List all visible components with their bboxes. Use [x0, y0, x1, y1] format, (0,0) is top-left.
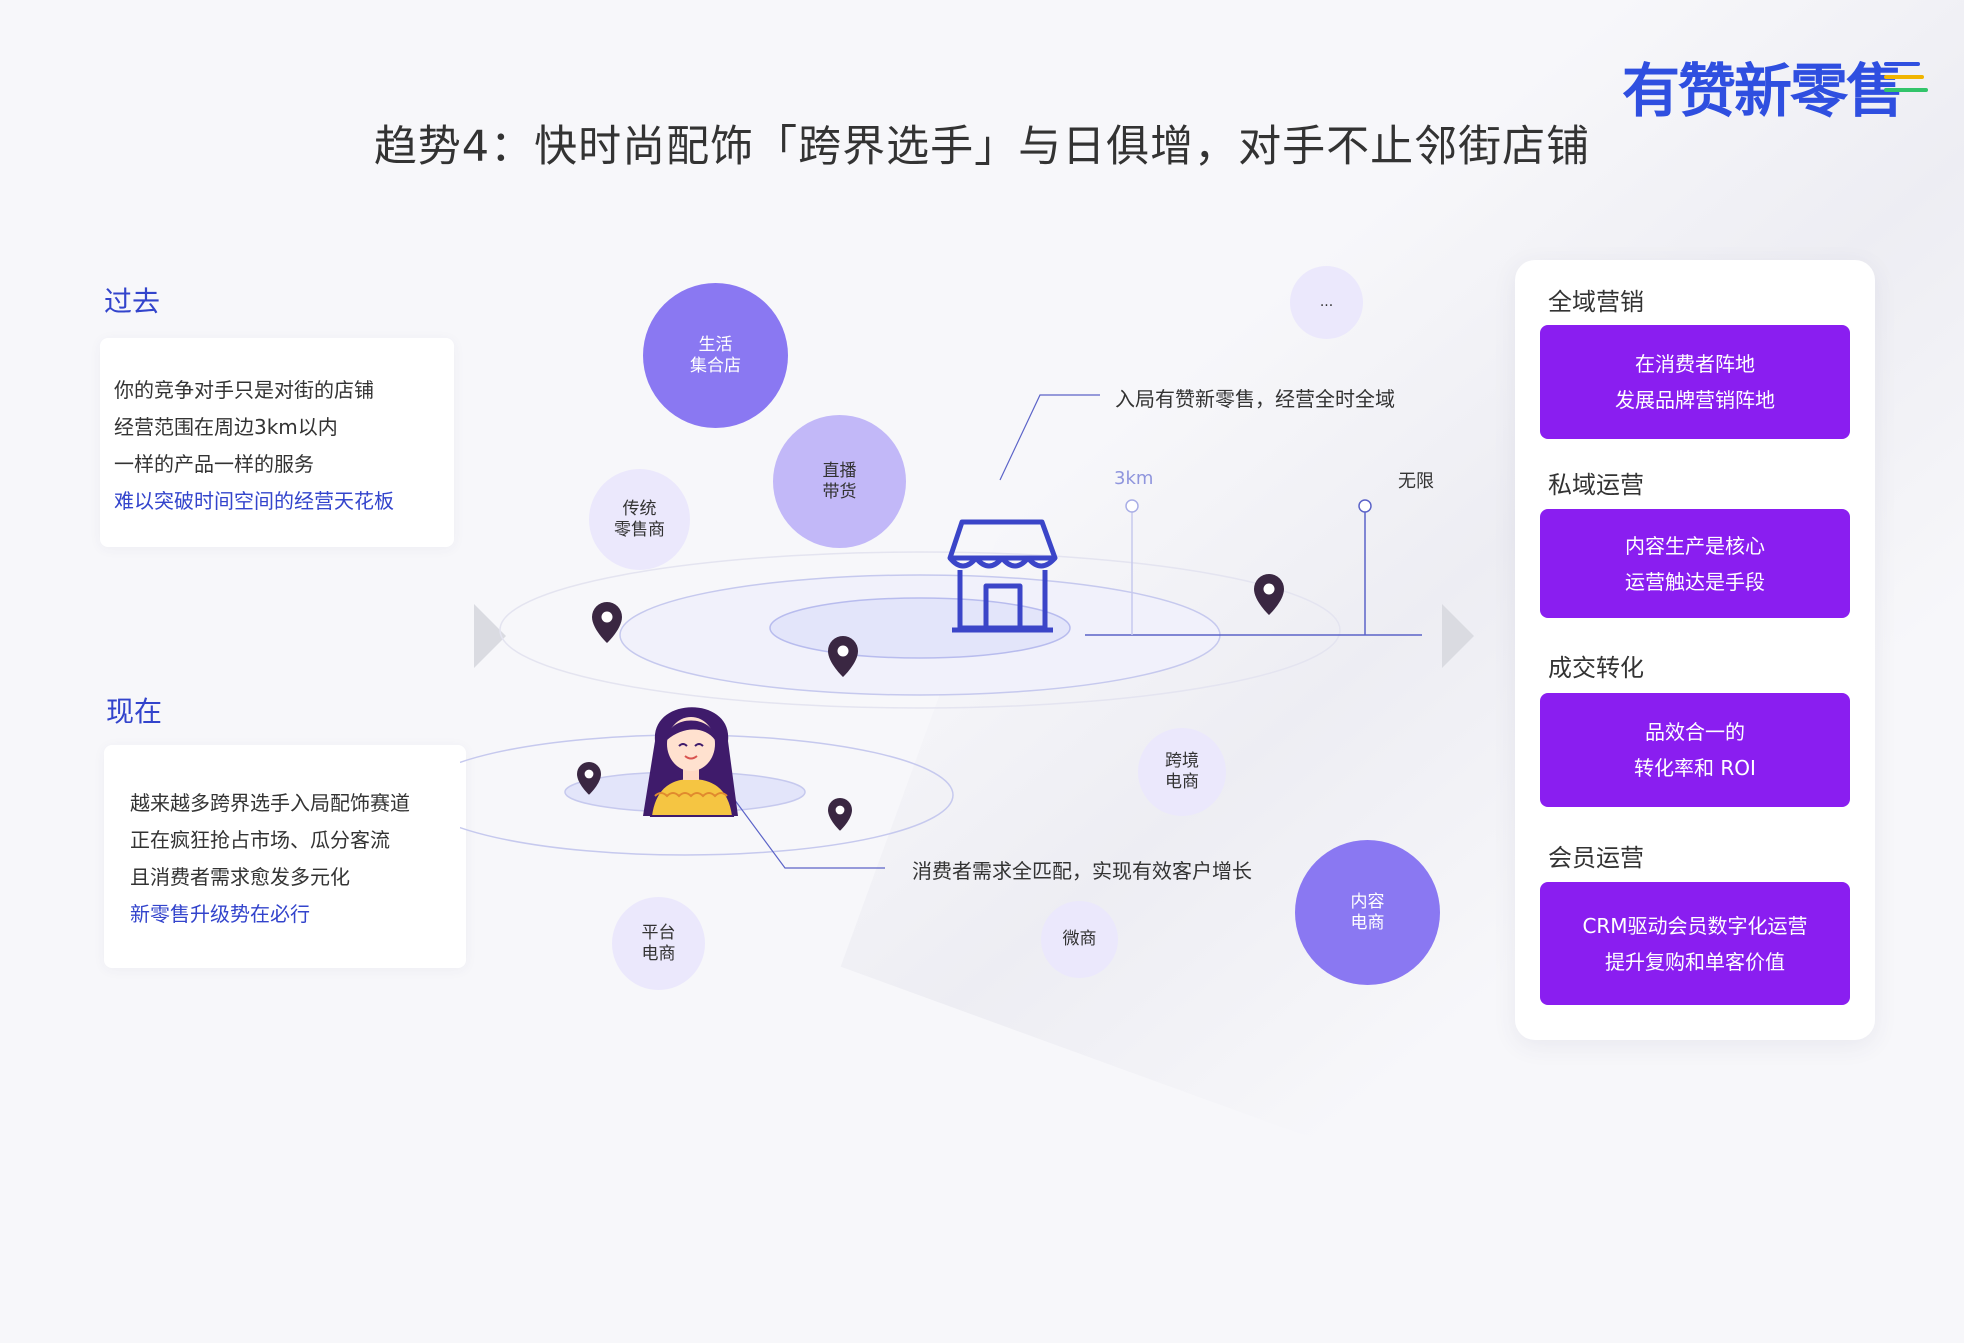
bubble-live-selling: 直播 带货 — [773, 415, 906, 548]
woman-avatar-icon — [643, 707, 738, 817]
panel-box-line: 在消费者阵地 — [1635, 352, 1755, 376]
bubble-more: ... — [1290, 266, 1363, 339]
brand-logo: 有赞新零售 — [1622, 57, 1904, 125]
bubble-platform-ecom: 平台 电商 — [612, 897, 705, 990]
panel-heading: 私域运营 — [1548, 471, 1644, 499]
location-pin-icon — [828, 798, 852, 831]
store-callout-line — [999, 394, 1100, 481]
panel-box: 在消费者阵地 发展品牌营销阵地 — [1540, 325, 1850, 439]
present-line: 越来越多跨界选手入局配饰赛道 — [130, 791, 410, 815]
panel-box-line: 运营触达是手段 — [1625, 569, 1765, 594]
panel-box-line: 提升复购和单客价值 — [1605, 949, 1785, 974]
past-line: 你的竞争对手只是对街的店铺 — [114, 378, 374, 402]
scale-near-label: 3km — [1114, 468, 1154, 489]
location-pin-icon — [577, 762, 601, 795]
location-pin-icon — [828, 636, 858, 677]
panel-box: 内容生产是核心 运营触达是手段 — [1540, 509, 1850, 618]
location-pin-icon — [592, 602, 622, 643]
panel-box-line: 内容生产是核心 — [1625, 533, 1765, 558]
page-title: 趋势4：快时尚配饰「跨界选手」与日俱增，对手不止邻街店铺 — [373, 122, 1591, 172]
panel-box-line: 转化率和 ROI — [1634, 756, 1756, 780]
bubble-life-store: 生活 集合店 — [643, 283, 788, 428]
competition-diagram — [460, 394, 1422, 869]
present-line: 且消费者需求愈发多元化 — [130, 865, 350, 889]
bubble-traditional-retail: 传统 零售商 — [589, 469, 690, 570]
past-line: 经营范围在周边3km以内 — [114, 415, 338, 439]
bubble-content-ecom: 内容 电商 — [1295, 840, 1440, 985]
panel-box-line: 发展品牌营销阵地 — [1615, 388, 1775, 412]
scale-dot-far — [1358, 499, 1372, 513]
past-line: 一样的产品一样的服务 — [114, 452, 314, 476]
location-pin-icon — [1254, 574, 1284, 615]
panel-box: CRM驱动会员数字化运营 提升复购和单客价值 — [1540, 882, 1850, 1005]
panel-box-line: 品效合一的 — [1645, 720, 1745, 744]
scale-far-label: 无限 — [1398, 471, 1434, 492]
chevron-right-icon — [1442, 604, 1474, 668]
consumer-callout-text: 消费者需求全匹配，实现有效客户增长 — [912, 859, 1252, 883]
consumer-callout-line — [719, 779, 885, 869]
bubble-cross-border: 跨境 电商 — [1138, 728, 1226, 816]
past-label: 过去 — [104, 285, 161, 318]
present-highlight: 新零售升级势在必行 — [130, 902, 310, 926]
panel-heading: 全域营销 — [1548, 288, 1644, 316]
panel-heading: 会员运营 — [1548, 844, 1644, 872]
outer-ring — [499, 551, 1341, 709]
logo-bars-icon — [1884, 62, 1928, 101]
panel-heading: 成交转化 — [1548, 654, 1644, 682]
bubble-wechat-biz: 微商 — [1041, 901, 1118, 978]
panel-box-line: CRM驱动会员数字化运营 — [1582, 913, 1808, 938]
present-card: 越来越多跨界选手入局配饰赛道 正在疯狂抢占市场、瓜分客流 且消费者需求愈发多元化… — [104, 745, 466, 968]
store-icon — [947, 519, 1058, 633]
past-card: 你的竞争对手只是对街的店铺 经营范围在周边3km以内 一样的产品一样的服务 难以… — [100, 338, 454, 547]
capabilities-panel: 全域营销 在消费者阵地 发展品牌营销阵地 私域运营 内容生产是核心 运营触达是手… — [1515, 260, 1875, 1040]
scale-dot-near — [1125, 499, 1139, 513]
past-highlight: 难以突破时间空间的经营天花板 — [114, 489, 394, 513]
present-line: 正在疯狂抢占市场、瓜分客流 — [130, 828, 390, 852]
store-callout-text: 入局有赞新零售，经营全时全域 — [1115, 387, 1395, 411]
panel-box: 品效合一的 转化率和 ROI — [1540, 693, 1850, 807]
present-label: 现在 — [106, 695, 163, 728]
